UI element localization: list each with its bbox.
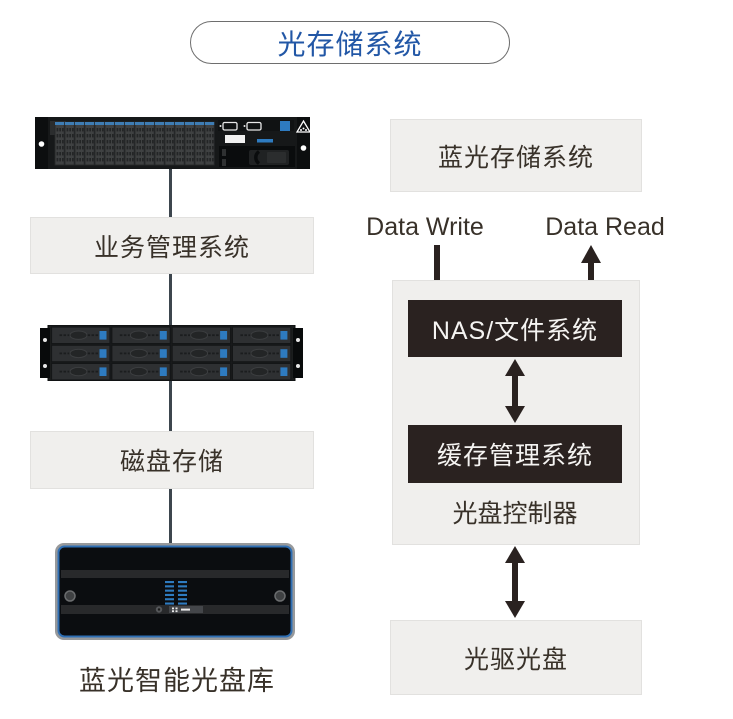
- business-system-box: 业务管理系统: [30, 217, 314, 274]
- rack-server-illustration: [35, 113, 310, 171]
- diagram-title-pill: 光存储系统: [190, 21, 510, 64]
- bluray-library-icon: [55, 543, 295, 640]
- optical-drive-label: 光驱光盘: [463, 645, 568, 674]
- bluray-storage-box: 蓝光存储系统: [390, 119, 642, 192]
- nas-filesystem-box: NAS/文件系统: [408, 300, 622, 357]
- cache-management-box: 缓存管理系统: [408, 425, 622, 483]
- disk-storage-label: 磁盘存储: [119, 448, 224, 476]
- rack-server-icon: [35, 117, 310, 169]
- nas-cache-double-arrow-icon: [504, 359, 526, 423]
- controller-drive-double-arrow-icon: [504, 546, 526, 618]
- library-caption: 蓝光智能光盘库: [30, 660, 324, 696]
- optical-drive-box: 光驱光盘: [390, 620, 642, 695]
- disk-storage-box: 磁盘存储: [30, 431, 314, 489]
- nas-filesystem-label: NAS/文件系统: [431, 316, 599, 345]
- cache-management-label: 缓存管理系统: [436, 442, 593, 470]
- library-caption-label: 蓝光智能光盘库: [79, 665, 275, 696]
- diagram-title: 光存储系统: [277, 28, 423, 60]
- disk-array-illustration: [40, 325, 303, 381]
- business-system-label: 业务管理系统: [93, 233, 250, 262]
- bluray-library-illustration: [55, 543, 295, 640]
- data-write-label: Data Write: [366, 212, 484, 241]
- disc-controller-label: 光盘控制器: [452, 500, 578, 528]
- disk-array-icon: [40, 325, 303, 381]
- bluray-storage-label: 蓝光存储系统: [437, 143, 594, 172]
- data-read-label: Data Read: [545, 212, 665, 241]
